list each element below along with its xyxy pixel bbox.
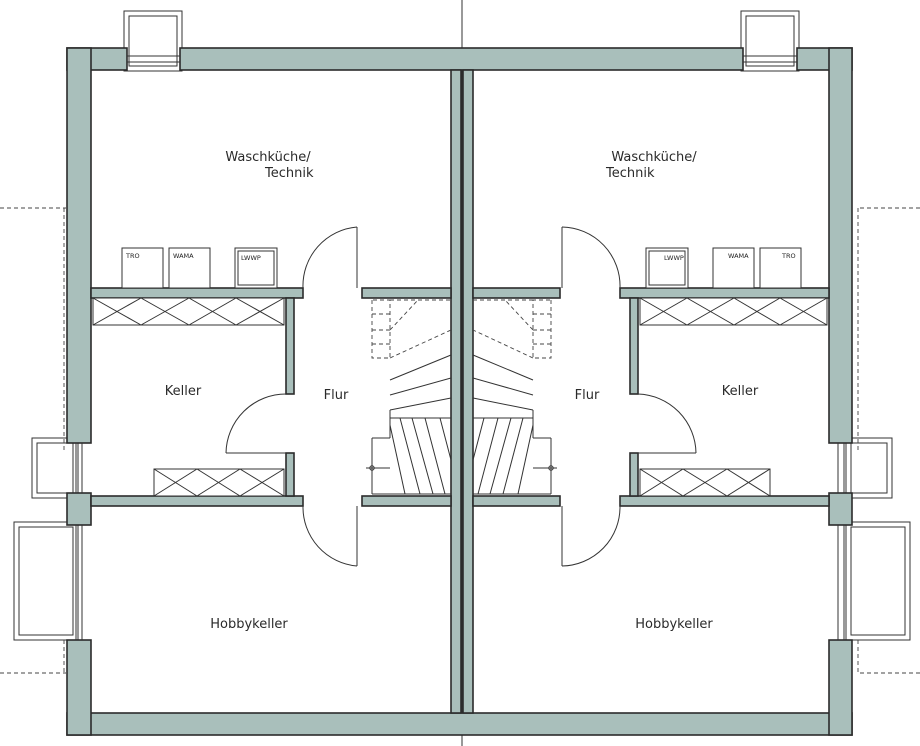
appliance-label: TRO <box>125 252 140 260</box>
upper-floor-outline <box>0 207 920 674</box>
staircase-right <box>472 299 557 495</box>
door-right-hobby <box>561 505 621 567</box>
appliance-left-lwwp: LWWP <box>234 247 278 289</box>
room-label-technik-right: Technik <box>605 166 655 181</box>
appliance-left-wama: WAMA <box>168 247 211 289</box>
light-well-left-lower <box>13 521 79 641</box>
appliance-right-tro: TRO <box>759 247 802 289</box>
room-label-hobby-left: Hobbykeller <box>210 617 288 632</box>
staircase-left <box>366 299 452 495</box>
appliance-label: LWWP <box>664 254 684 262</box>
shelf-left-top <box>92 297 285 326</box>
interior-walls <box>90 287 830 507</box>
appliance-label: TRO <box>781 252 796 260</box>
party-wall <box>450 69 474 714</box>
appliance-label: LWWP <box>241 254 261 262</box>
light-well-top-right <box>740 10 800 72</box>
door-left-hobby <box>302 505 358 567</box>
room-label-hobby-right: Hobbykeller <box>635 617 713 632</box>
light-well-right-lower <box>845 521 911 641</box>
door-left-laundry <box>302 226 358 289</box>
outer-walls <box>66 47 853 736</box>
room-label-technik-left: Technik <box>264 166 314 181</box>
room-label-cellar-right: Keller <box>722 384 759 399</box>
light-well-left-upper <box>31 437 79 499</box>
appliance-right-wama: WAMA <box>712 247 755 289</box>
room-label-hall-right: Flur <box>575 388 600 403</box>
light-well-right-upper <box>845 437 893 499</box>
door-right-cellar <box>637 393 697 454</box>
door-right-laundry <box>561 226 621 289</box>
appliance-right-lwwp: LWWP <box>645 247 689 289</box>
room-label-cellar-left: Keller <box>165 384 202 399</box>
room-label-laundry-right: Waschküche/ <box>611 150 697 165</box>
shelf-right-top <box>639 297 828 326</box>
appliance-label: WAMA <box>728 252 749 260</box>
door-left-cellar <box>225 393 287 454</box>
light-well-top-left <box>123 10 183 72</box>
shelf-right-bottom <box>639 468 771 497</box>
appliance-label: WAMA <box>173 252 194 260</box>
shelf-left-bottom <box>153 468 285 497</box>
appliance-left-tro: TRO <box>121 247 164 289</box>
room-label-hall-left: Flur <box>324 388 349 403</box>
room-label-laundry-left: Waschküche/ <box>225 150 311 165</box>
